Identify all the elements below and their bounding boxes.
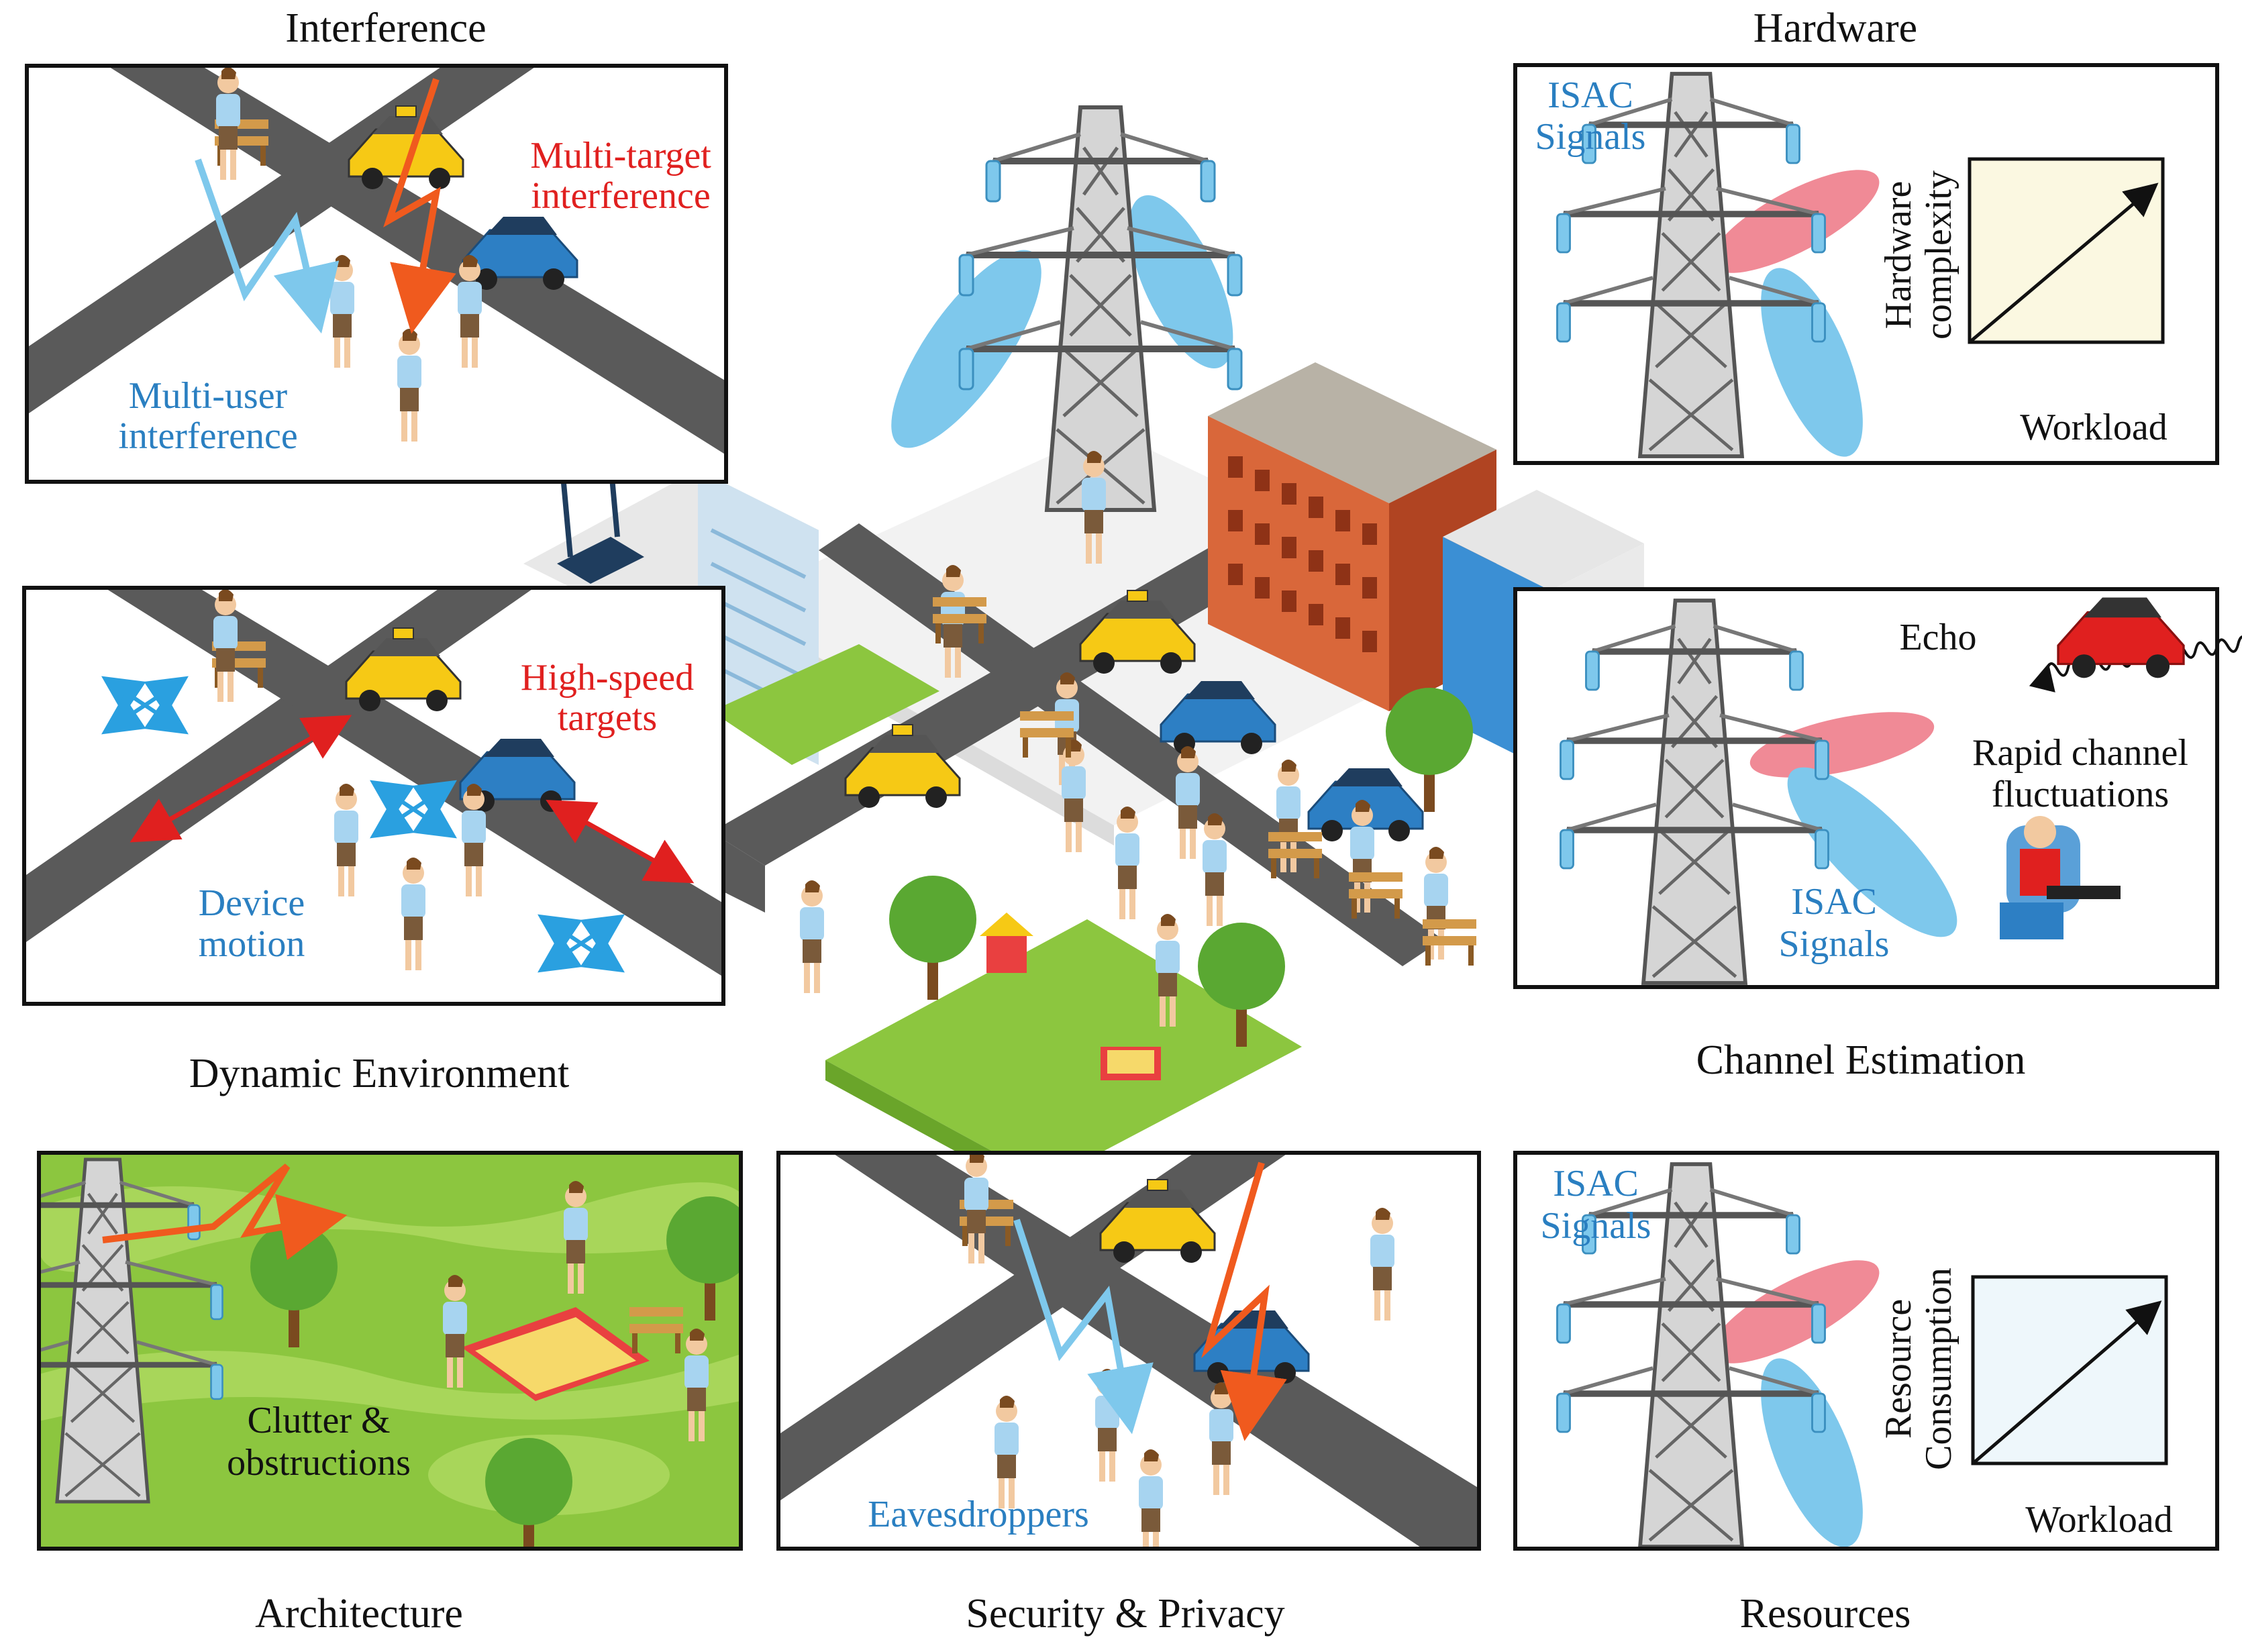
label-res-y-axis-1: Resource — [1878, 1299, 1919, 1439]
label-rapid-2: fluctuations — [1992, 774, 2169, 815]
label-rapid-1: Rapid channel — [1972, 732, 2188, 774]
title-architecture: Architecture — [255, 1591, 463, 1637]
title-hardware: Hardware — [1753, 5, 1917, 51]
label-device-motion-2: motion — [199, 923, 305, 965]
label-hw-x-axis: Workload — [2020, 407, 2167, 448]
label-multi-user-2: interference — [118, 415, 297, 457]
label-res-y-axis-2: Consumption — [1918, 1268, 1959, 1470]
title-resources: Resources — [1740, 1591, 1911, 1637]
red-car — [2057, 597, 2185, 678]
title-interference: Interference — [285, 5, 486, 51]
label-eavesdroppers: Eavesdroppers — [868, 1494, 1089, 1535]
panel-hardware: Hardware ISAC Signals Hardware complexit… — [1513, 5, 2219, 465]
label-high-speed-2: targets — [558, 697, 657, 739]
panel-architecture: Clutter & obstructions Architecture — [37, 1151, 743, 1637]
label-clutter-1: Clutter & — [247, 1400, 390, 1441]
label-res-isac-2: Signals — [1541, 1205, 1651, 1247]
label-echo: Echo — [1899, 617, 1976, 658]
label-hw-y-axis-1: Hardware — [1878, 181, 1919, 329]
label-multi-target-2: interference — [531, 175, 710, 217]
label-res-x-axis: Workload — [2025, 1499, 2172, 1541]
panel-resources: ISAC Signals Resource Consumption Worklo… — [1513, 1151, 2219, 1637]
seated-person — [2000, 816, 2121, 939]
title-channel-estimation: Channel Estimation — [1696, 1037, 2026, 1083]
resources-plot-area — [1971, 1275, 2168, 1465]
label-ch-isac-1: ISAC — [1791, 881, 1877, 923]
label-multi-target-1: Multi-target — [530, 135, 711, 176]
label-hw-isac-1: ISAC — [1547, 74, 1633, 116]
label-multi-user-1: Multi-user — [129, 375, 288, 417]
label-high-speed-1: High-speed — [521, 657, 694, 699]
label-device-motion-1: Device — [199, 882, 305, 924]
label-hw-isac-2: Signals — [1535, 116, 1646, 158]
panel-dynamic-environment: High-speed targets Device motion Dynamic… — [22, 586, 725, 1096]
title-security-privacy: Security & Privacy — [966, 1591, 1284, 1637]
panel-security-privacy: Eavesdroppers Security & Privacy — [776, 1151, 1481, 1637]
central-tower — [891, 107, 1254, 510]
title-dynamic-environment: Dynamic Environment — [189, 1051, 569, 1096]
label-ch-isac-2: Signals — [1779, 923, 1890, 965]
panel-interference: Interference Multi-target interference M… — [25, 5, 728, 484]
label-res-isac-1: ISAC — [1553, 1163, 1639, 1204]
hardware-plot-area — [1968, 157, 2165, 344]
label-clutter-2: obstructions — [227, 1442, 411, 1484]
label-hw-y-axis-2: complexity — [1918, 170, 1959, 340]
panel-channel-estimation: Echo Rapid channel fluctuations ISAC Sig… — [1513, 587, 2242, 1083]
